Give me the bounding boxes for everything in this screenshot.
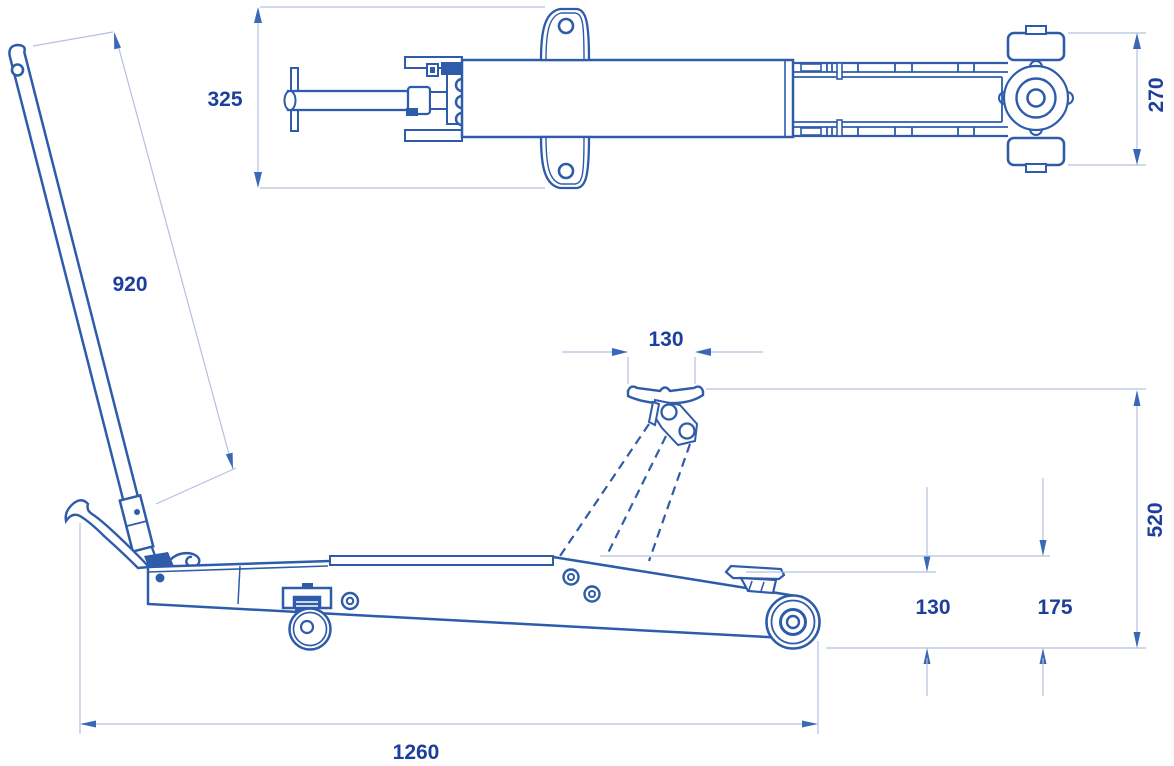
chassis-top-view: [460, 58, 795, 139]
dim-saddle-width: 130: [562, 328, 763, 384]
dim-min-height: 130: [746, 487, 951, 696]
dim-max-height: 520: [706, 388, 1167, 649]
dim-label-920: 920: [112, 273, 147, 296]
dim-frame-height: 175: [600, 478, 1073, 696]
dim-label-130-height: 130: [915, 596, 950, 619]
rear-wheel-top: [1006, 25, 1066, 62]
saddle-raised: [626, 385, 705, 447]
dim-handle-length: 920: [32, 31, 237, 505]
mounting-lug-bottom: [539, 135, 591, 190]
saddle-top-view: [998, 60, 1074, 136]
side-view: 920: [8, 31, 1167, 764]
handle-top-view: [283, 67, 448, 132]
handle-side-view: [8, 43, 201, 576]
mounting-lug-top: [539, 7, 591, 62]
dim-label-270: 270: [1145, 77, 1168, 112]
pivot-bolts: [562, 568, 601, 603]
rear-wheel-bottom: [1006, 136, 1066, 173]
dim-label-175: 175: [1037, 596, 1072, 619]
dim-label-1260: 1260: [393, 741, 440, 764]
lift-arm-raised-dashed: [559, 423, 692, 562]
dim-label-130-width: 130: [648, 328, 683, 351]
dim-label-520: 520: [1144, 502, 1167, 537]
front-caster: [281, 583, 360, 651]
chassis-side-view: [146, 555, 807, 640]
top-view: 325: [207, 6, 1168, 190]
dim-overall-length: 1260: [79, 523, 819, 764]
dim-top-width: 325: [207, 6, 545, 189]
rear-rails-top-view: [793, 61, 1008, 138]
dim-label-325: 325: [207, 88, 242, 111]
dim-rear-track: 270: [1068, 32, 1168, 166]
foot-pedal: [64, 499, 152, 570]
rear-wheel-side-view: [765, 594, 821, 650]
